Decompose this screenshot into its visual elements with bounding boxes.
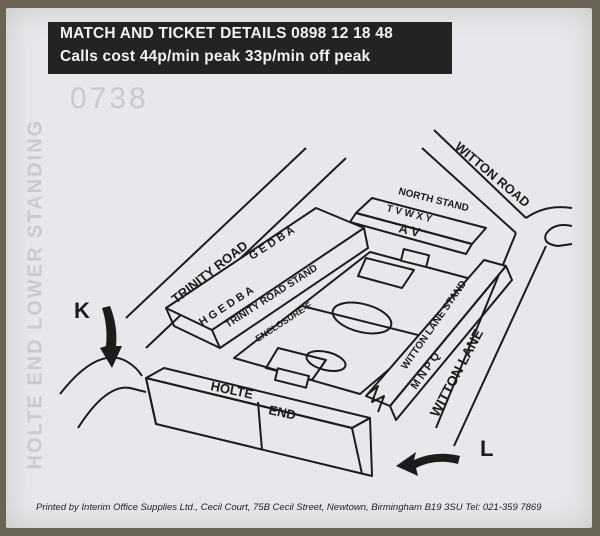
south-goal xyxy=(274,367,310,389)
holte-end-top xyxy=(145,367,371,429)
holte-end-edge xyxy=(351,427,363,475)
holte-end-divider xyxy=(257,401,263,451)
witton-road-line xyxy=(421,147,517,234)
entrance-k-arrow xyxy=(100,306,122,368)
end-label: END xyxy=(267,402,297,422)
witton-road-label: WITTON ROAD xyxy=(452,139,533,210)
zigzag xyxy=(367,385,385,413)
witton-lane-stand-back xyxy=(389,265,513,421)
ticket: MATCH AND TICKET DETAILS 0898 12 18 48 C… xyxy=(6,8,592,528)
trinity-road-line xyxy=(145,157,347,349)
north-stand-front xyxy=(349,212,473,255)
north-stand-av: A V xyxy=(397,220,422,240)
serial-number: 0738 xyxy=(70,82,149,115)
printer-footer: Printed by Interim Office Supplies Ltd.,… xyxy=(36,502,542,513)
trinity-stand-front xyxy=(219,227,369,349)
junction xyxy=(525,206,573,247)
centre-circle xyxy=(331,301,393,335)
halfway-line xyxy=(301,305,431,339)
witton-lane-stand xyxy=(365,259,507,407)
north-penalty-box xyxy=(357,257,415,289)
south-penalty-box xyxy=(265,347,327,381)
ticket-header: MATCH AND TICKET DETAILS 0898 12 18 48 C… xyxy=(48,22,452,74)
south-arc xyxy=(305,350,347,372)
witton-lane-line xyxy=(453,245,547,447)
entrance-l-arrow xyxy=(396,452,460,476)
north-goal xyxy=(399,248,431,268)
entrance-k-label: K xyxy=(74,298,90,323)
header-line-1: MATCH AND TICKET DETAILS 0898 12 18 48 xyxy=(60,25,393,42)
stadium-map: K L WITTON ROAD TRINITY ROAD WITTON LANE… xyxy=(59,129,573,477)
trinity-stand-side xyxy=(165,307,221,349)
curved-road xyxy=(77,386,147,429)
trinity-road-stand xyxy=(165,207,365,331)
entrance-l-label: L xyxy=(480,436,493,461)
trinity-road-line xyxy=(125,147,307,319)
header-line-2: Calls cost 44p/min peak 33p/min off peak xyxy=(60,48,371,65)
holte-end-side xyxy=(145,377,157,425)
witton-road-line xyxy=(433,129,527,219)
curved-road xyxy=(59,356,143,395)
